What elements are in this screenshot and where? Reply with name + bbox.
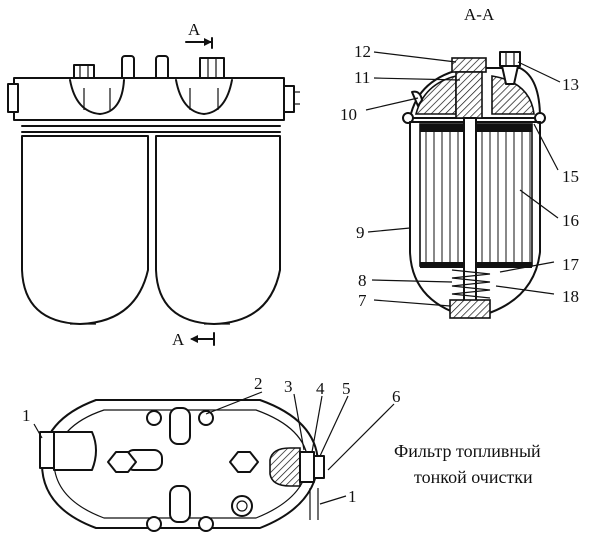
filter-cups [21,135,281,325]
callout-17: 17 [562,255,580,274]
leaders-section [365,51,561,307]
callout-7: 7 [358,291,367,310]
caption: Фильтр топливный тонкой очистки [394,441,541,487]
front-view: А [7,20,300,349]
callout-9: 9 [356,223,365,242]
callout-13: 13 [562,75,579,94]
plug-assembly [269,447,301,487]
caption-line-1: Фильтр топливный [394,441,541,461]
section-arrow-top: А [185,20,213,49]
callout-8: 8 [358,271,367,290]
filter-housing [7,77,300,133]
callout-6: 6 [392,387,401,406]
center-bolt-head [451,57,487,73]
section-mark-top: А [188,20,201,39]
bottom-nut [449,299,491,319]
vent-plug [499,51,521,67]
callout-12: 12 [354,42,371,61]
callout-15: 15 [562,167,579,186]
spring [451,269,491,299]
caption-line-2: тонкой очистки [414,467,533,487]
callout-11: 11 [354,68,370,87]
callout-3: 3 [284,377,293,396]
leaders-top [33,391,395,505]
section-mark-bottom: А [172,330,185,349]
section-arrow-bottom: А [172,330,215,349]
callout-10: 10 [340,105,357,124]
callout-2: 2 [254,374,263,393]
callout-4: 4 [316,379,325,398]
callout-1-right: 1 [348,487,357,506]
section-title: А-А [464,5,495,24]
callout-1-left: 1 [22,406,31,425]
bottom-bolt [231,495,253,517]
center-rod [463,117,477,307]
top-view: 1 2 3 4 5 6 1 [22,374,401,532]
section-view: А-А [340,5,580,319]
callout-5: 5 [342,379,351,398]
top-fittings [73,55,225,81]
callout-18: 18 [562,287,579,306]
callout-16: 16 [562,211,579,230]
